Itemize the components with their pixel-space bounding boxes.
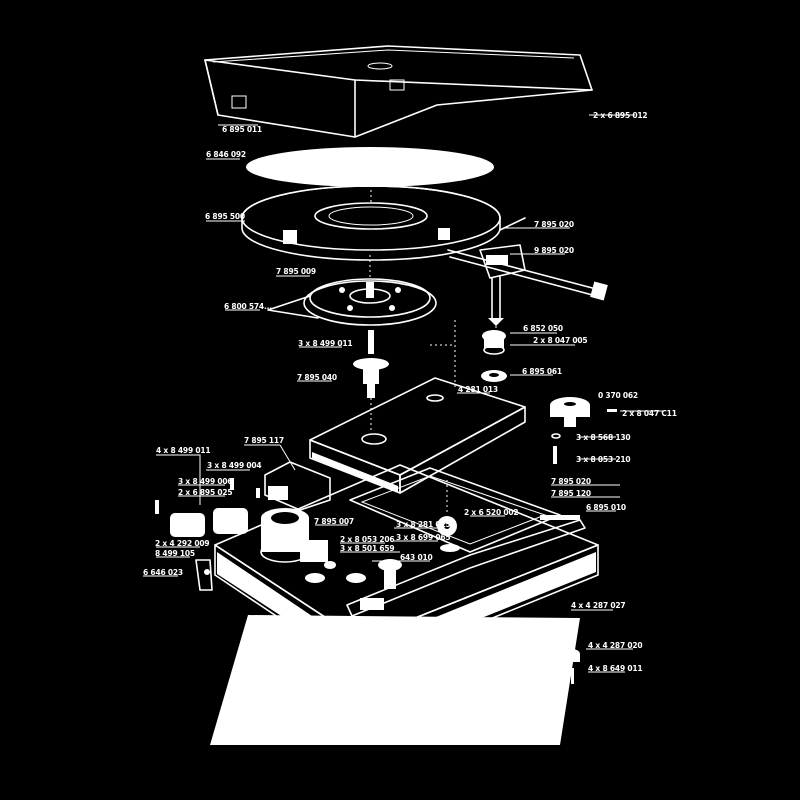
- label-sub-platter: 7 895 009: [276, 267, 316, 276]
- label-belt-guide: 2 x 8 053 206: [340, 535, 394, 544]
- top-plate-drawing: [309, 377, 526, 494]
- label-bottom-plate-screws: 2 x 8 062 208: [492, 696, 546, 705]
- label-motor-cover: 7 895 117: [244, 436, 284, 445]
- leader-lines: [143, 114, 663, 705]
- platter-drawing: [241, 185, 501, 261]
- dust-cover-drawing: [204, 45, 593, 138]
- label-foot-bolts: 3 x 8 053 210: [576, 455, 630, 464]
- label-platter: 6 895 500: [205, 212, 245, 221]
- label-left-screws: 4 x 8 499 011: [156, 446, 210, 455]
- label-tonearm-rest: 7 895 020: [534, 220, 574, 229]
- label-chassis-rail-b: 7 895 120: [551, 489, 591, 498]
- label-side-nut: 8 499 105: [155, 549, 195, 558]
- label-chassis-rail-a: 7 895 020: [551, 477, 591, 486]
- label-pulley-nuts: 3 x 8 699 065: [396, 533, 450, 542]
- label-top-plate: 4 281 013: [458, 385, 498, 394]
- label-dust-cover: 6 895 011: [222, 125, 262, 134]
- label-side-screws: 2 x 4 292 009: [155, 539, 209, 548]
- bottom-plate-drawing: [210, 615, 580, 745]
- label-drive-belt: 6 800 574...: [224, 302, 272, 311]
- label-foot-washer: 3 x 8 568 130: [576, 433, 630, 442]
- left-parts-drawing: [155, 478, 260, 591]
- label-platter-mat: 6 846 092: [206, 150, 246, 159]
- label-chassis-screws: 2 x 6 520 002: [464, 508, 518, 517]
- tonearm-base-drawing: [430, 320, 507, 390]
- label-tonearm: 9 895 020: [534, 246, 574, 255]
- label-pulley-screws: 3 x 8 281 015: [396, 520, 450, 529]
- foot-knob-drawing: [550, 397, 617, 464]
- label-chassis-frame: 6 895 010: [586, 503, 626, 512]
- label-tonearm-base: 6 852 050: [523, 324, 563, 333]
- label-motor-mounts: 3 x 8 501 659: [340, 544, 394, 553]
- label-bearing-screws: 3 x 8 499 011: [298, 339, 352, 348]
- spindle-bearing-drawing: [353, 330, 389, 430]
- label-foot-pad: 4 x 4 287 020: [588, 641, 642, 650]
- label-base-feet: 4 x 4 287 027: [571, 601, 625, 610]
- label-switch: 643 010: [400, 553, 433, 562]
- label-base-corner: 6 646 023: [143, 568, 183, 577]
- label-dust-cover-hinge: 2 x 6 895 012: [593, 111, 647, 120]
- label-foot-knob: 0 370 062: [598, 391, 638, 400]
- switch-drawing: [346, 480, 460, 589]
- label-tonearm-collar: 6 895 061: [522, 367, 562, 376]
- label-foot-screws: 2 x 8 047 C11: [622, 409, 677, 418]
- feet-drawing: [477, 649, 580, 712]
- label-motor-screws-c: 2 x 6 895 025: [178, 488, 232, 497]
- label-motor-screws-a: 3 x 8 499 004: [207, 461, 261, 470]
- platter-mat-drawing: [246, 147, 494, 187]
- label-spindle-bearing: 7 895 040: [297, 373, 337, 382]
- label-tonearm-screws: 2 x 8 047 005: [533, 336, 587, 345]
- label-foot-pad-screws: 4 x 8 649 011: [588, 664, 642, 673]
- part-labels: 6 895 011 2 x 6 895 012 6 846 092 6 895 …: [143, 111, 677, 705]
- label-motor-screws-b: 3 x 8 499 006: [178, 477, 232, 486]
- label-motor: 7 895 007: [314, 517, 354, 526]
- sub-platter-drawing: [267, 255, 437, 326]
